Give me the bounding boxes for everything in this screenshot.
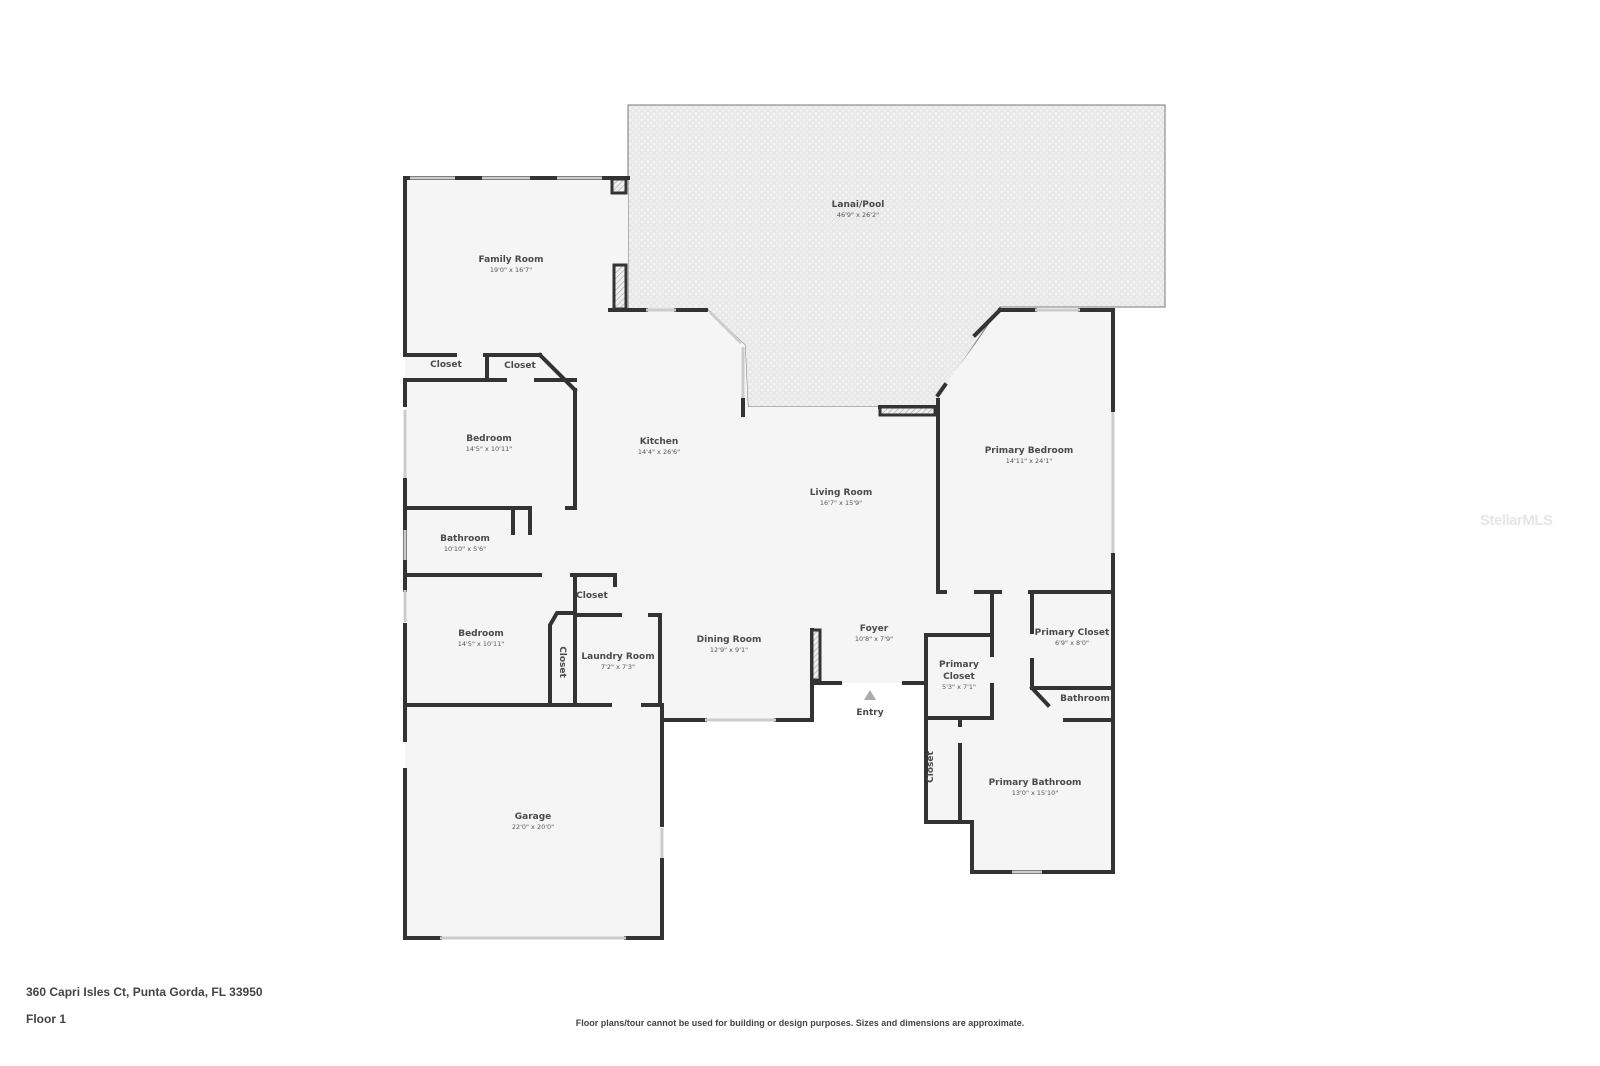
label-closet-3: Closet — [576, 591, 608, 601]
property-address: 360 Capri Isles Ct, Punta Gorda, FL 3395… — [26, 985, 263, 999]
label-closet-1: Closet — [430, 360, 462, 370]
label-closet-2: Closet — [504, 361, 536, 371]
label-bathroom-1: Bathroom — [440, 534, 490, 544]
svg-text:5'3" x 7'1": 5'3" x 7'1" — [942, 683, 976, 691]
label-garage: Garage — [515, 812, 552, 822]
svg-text:14'4" x 26'6": 14'4" x 26'6" — [638, 448, 680, 456]
label-living-room: Living Room — [810, 488, 872, 498]
label-primary-bedroom: Primary Bedroom — [985, 446, 1074, 456]
label-dining-room: Dining Room — [697, 635, 762, 645]
label-primary-bathroom: Primary Bathroom — [989, 778, 1082, 788]
svg-text:16'7" x 15'9": 16'7" x 15'9" — [820, 499, 862, 507]
svg-text:Closet: Closet — [943, 672, 975, 682]
label-laundry-room: Laundry Room — [581, 652, 654, 662]
disclaimer: Floor plans/tour cannot be used for buil… — [575, 1018, 1025, 1028]
room-labels: Lanai/Pool 46'9" x 26'2" Family Room 19'… — [430, 200, 1110, 831]
svg-text:19'0" x 16'7": 19'0" x 16'7" — [490, 266, 532, 274]
svg-text:14'5" x 10'11": 14'5" x 10'11" — [458, 640, 504, 648]
label-closet-5: Closet — [926, 750, 936, 782]
interior-floor — [405, 178, 1113, 938]
label-closet-4: Closet — [557, 646, 567, 678]
svg-text:12'9" x 9'1": 12'9" x 9'1" — [710, 646, 748, 654]
label-lanai: Lanai/Pool — [832, 200, 885, 210]
label-family-room: Family Room — [479, 255, 544, 265]
label-primary-closet-1: Primary — [939, 660, 979, 670]
label-bathroom-2: Bathroom — [1060, 694, 1110, 704]
watermark: StellarMLS — [1480, 512, 1553, 529]
label-bedroom-2: Bedroom — [458, 629, 504, 639]
label-primary-closet-2: Primary Closet — [1035, 628, 1110, 638]
svg-text:14'11" x 24'1": 14'11" x 24'1" — [1006, 457, 1052, 465]
label-entry: Entry — [856, 708, 883, 718]
entry-arrow-icon — [864, 690, 876, 700]
svg-text:6'9" x 8'0": 6'9" x 8'0" — [1055, 639, 1089, 647]
walls — [403, 176, 1115, 940]
windows — [403, 176, 1115, 940]
svg-text:7'2" x 7'3": 7'2" x 7'3" — [601, 663, 635, 671]
svg-text:22'0" x 20'0": 22'0" x 20'0" — [512, 823, 554, 831]
svg-text:10'8" x 7'9": 10'8" x 7'9" — [855, 635, 893, 643]
svg-text:14'5" x 10'11": 14'5" x 10'11" — [466, 445, 512, 453]
label-kitchen: Kitchen — [640, 437, 679, 447]
svg-text:10'10" x 5'6": 10'10" x 5'6" — [444, 545, 486, 553]
floor-label: Floor 1 — [26, 1012, 67, 1026]
label-bedroom-1: Bedroom — [466, 434, 512, 444]
label-foyer: Foyer — [860, 624, 889, 634]
svg-text:46'9" x 26'2": 46'9" x 26'2" — [837, 211, 879, 219]
svg-text:13'0" x 15'10": 13'0" x 15'10" — [1012, 789, 1058, 797]
